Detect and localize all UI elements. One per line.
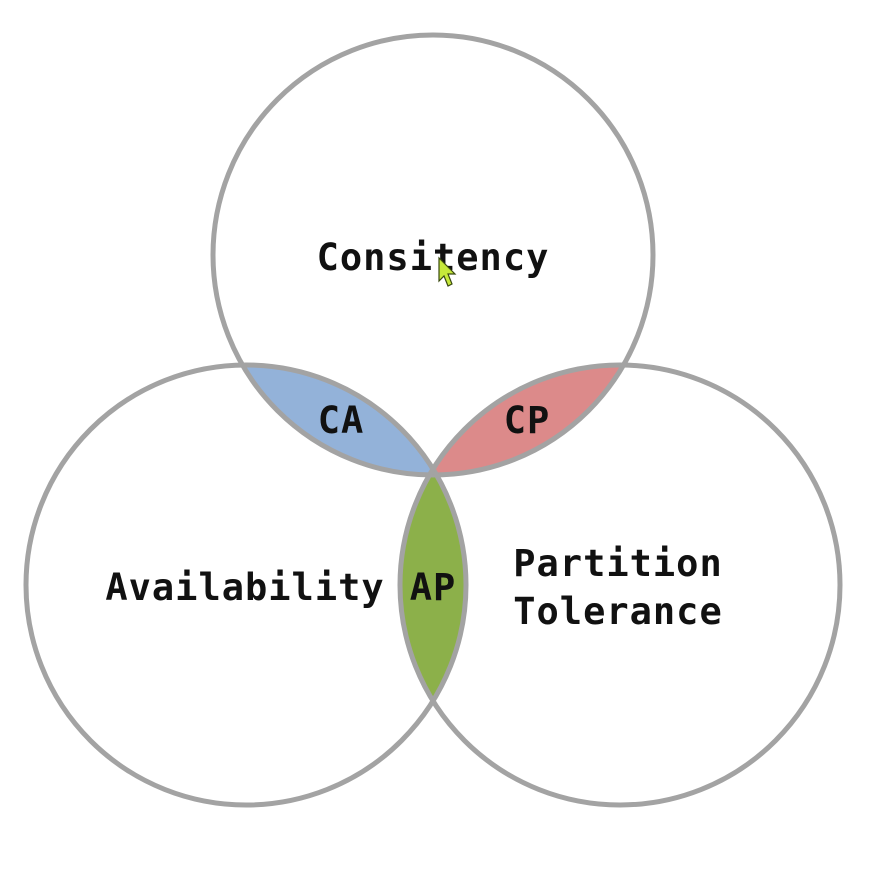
partition-label: Partition [513,542,722,585]
mouse-pointer-icon [438,256,457,287]
ap-label: AP [410,566,457,609]
availability-circle [23,362,469,808]
partition-tolerance-circle [397,362,843,808]
tolerance-label: Tolerance [513,590,722,633]
consistency-label: Consitency [317,236,550,279]
availability-label: Availability [105,566,384,609]
ca-label: CA [318,399,365,442]
cp-label: CP [504,399,551,442]
consistency-circle [210,32,656,478]
